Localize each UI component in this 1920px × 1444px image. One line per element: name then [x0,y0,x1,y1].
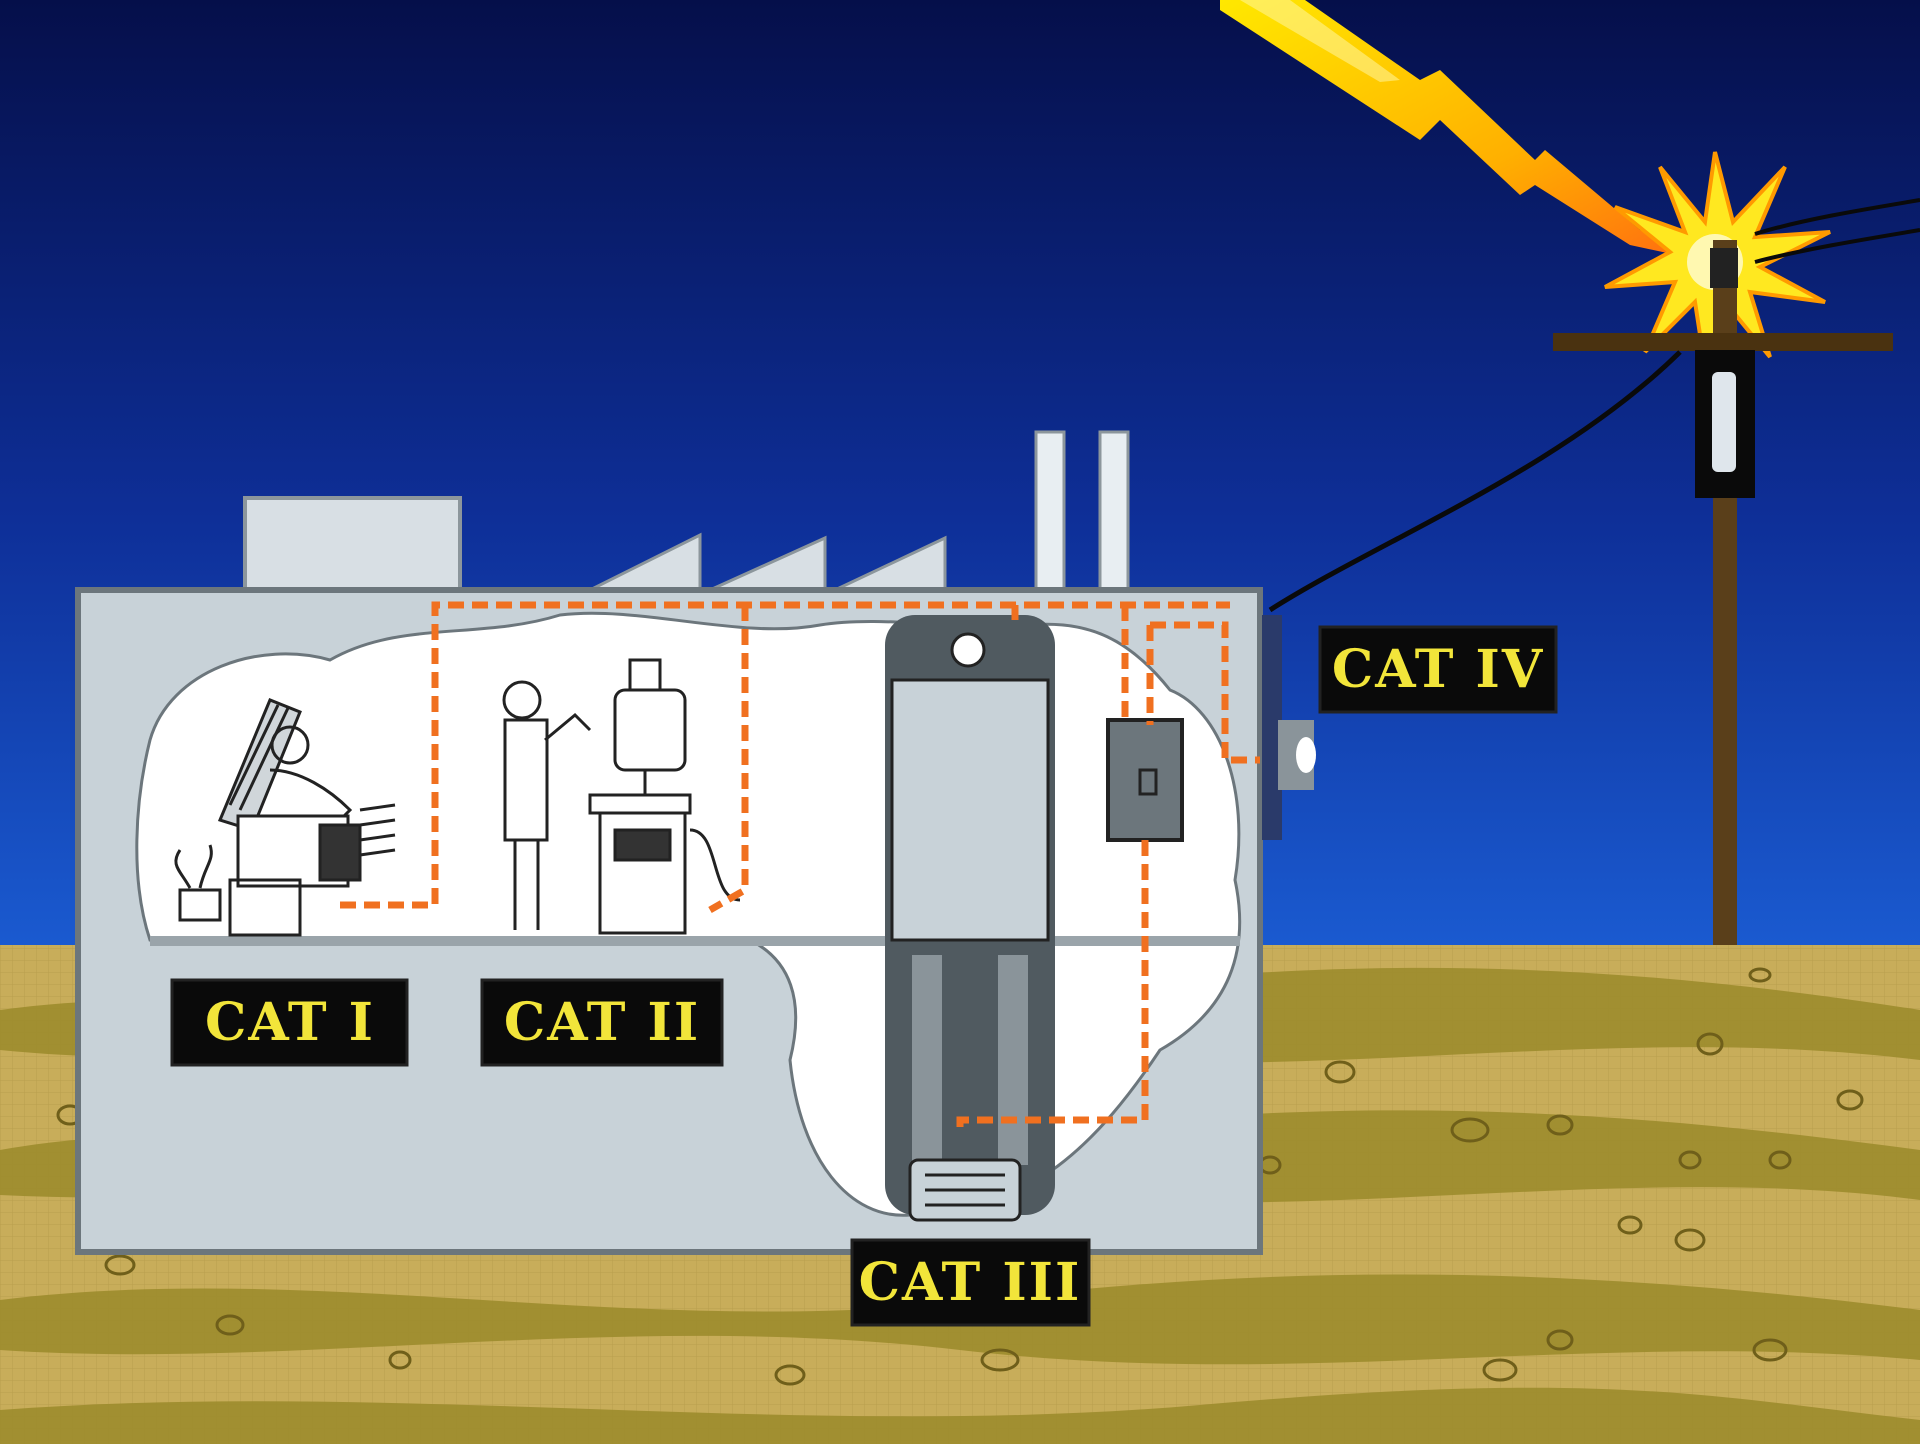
office-worker-computer [174,698,396,937]
distribution-column [885,615,1055,1222]
wiring [340,601,1260,1135]
cat-3-label: CAT III [850,1238,1091,1327]
cat-2-label: CAT II [480,978,724,1067]
utility-pole-icon [1268,198,1920,945]
cat-4-label: CAT IV [1318,625,1558,714]
cat-3-text: CAT III [859,1252,1082,1313]
cat-1-text: CAT I [205,992,375,1053]
cat-2-text: CAT II [504,992,700,1053]
factory-building [75,430,1316,1255]
cat-4-text: CAT IV [1332,639,1544,700]
technician-drill-press [502,658,741,935]
pebbles [56,967,1864,1386]
breaker-panel-icon [1106,718,1184,842]
service-meter-icon [1262,615,1316,840]
lightning-bolt-icon [1220,0,1700,260]
cat-1-label: CAT I [170,978,409,1067]
